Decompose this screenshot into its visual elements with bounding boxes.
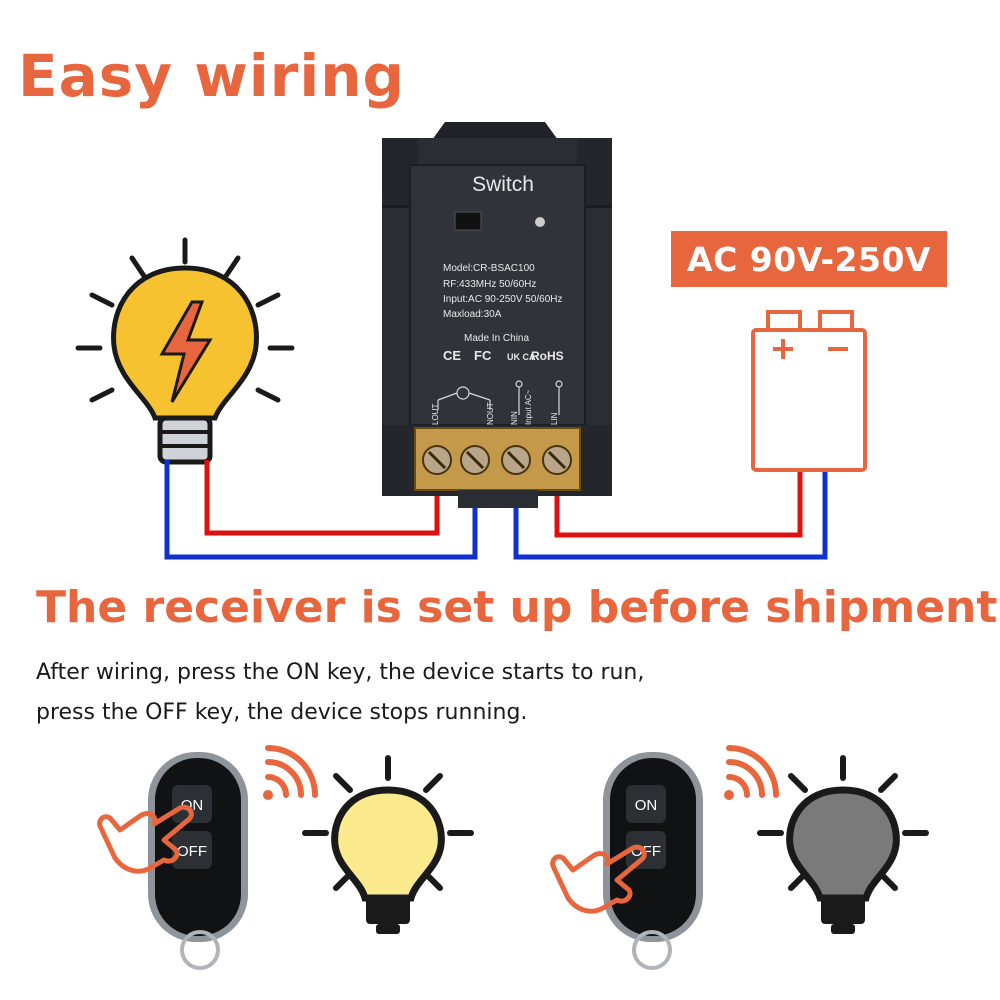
instruction-line-2: press the OFF key, the device stops runn… bbox=[36, 700, 528, 725]
bulb-off-icon bbox=[757, 755, 929, 934]
page-title: Easy wiring bbox=[18, 42, 406, 110]
fc-mark: FC bbox=[474, 348, 492, 363]
section-title: The receiver is set up before shipment bbox=[36, 582, 998, 633]
bulb-on-icon bbox=[302, 755, 474, 934]
instruction-line-1: After wiring, press the ON key, the devi… bbox=[36, 660, 645, 685]
hand-pointer-icon bbox=[97, 804, 194, 874]
terminal-label-nout: NOUT bbox=[486, 402, 495, 425]
device-spec-1: Model:CR-BSAC100 bbox=[443, 263, 535, 274]
device-label: Switch bbox=[472, 173, 534, 196]
ukca-mark: UK CA bbox=[507, 352, 536, 362]
voltage-badge: AC 90V-250V bbox=[671, 231, 947, 287]
rohs-mark: RoHS bbox=[531, 349, 564, 363]
input-ac-label: Input AC~ bbox=[524, 389, 533, 425]
device-spec-3: Input:AC 90-250V 50/60Hz bbox=[443, 294, 563, 305]
device-origin: Made In China bbox=[464, 333, 529, 344]
remote-right-on-key: ON bbox=[635, 797, 658, 814]
wires bbox=[164, 460, 828, 560]
remote-left: ON OFF bbox=[148, 752, 248, 970]
ce-mark: CE bbox=[443, 348, 461, 363]
terminal-label-nin: NIN bbox=[510, 411, 519, 425]
remote-left-off-key: OFF bbox=[177, 843, 207, 860]
signal-waves-icon bbox=[263, 745, 318, 800]
device-spec-2: RF:433MHz 50/60Hz bbox=[443, 279, 536, 290]
lightbulb-bolt-icon bbox=[75, 237, 295, 465]
hand-pointer-icon bbox=[550, 844, 647, 914]
device-spec-4: Maxload:30A bbox=[443, 309, 502, 320]
receiver-device: Switch Model:CR-BSAC100 RF:433MHz 50/60H… bbox=[382, 122, 612, 508]
terminal-label-lin: LIN bbox=[550, 412, 559, 425]
terminal-screws bbox=[422, 445, 572, 475]
battery-icon bbox=[751, 310, 867, 472]
terminal-label-lout: LOUT bbox=[431, 404, 440, 425]
signal-waves-icon bbox=[724, 745, 779, 800]
